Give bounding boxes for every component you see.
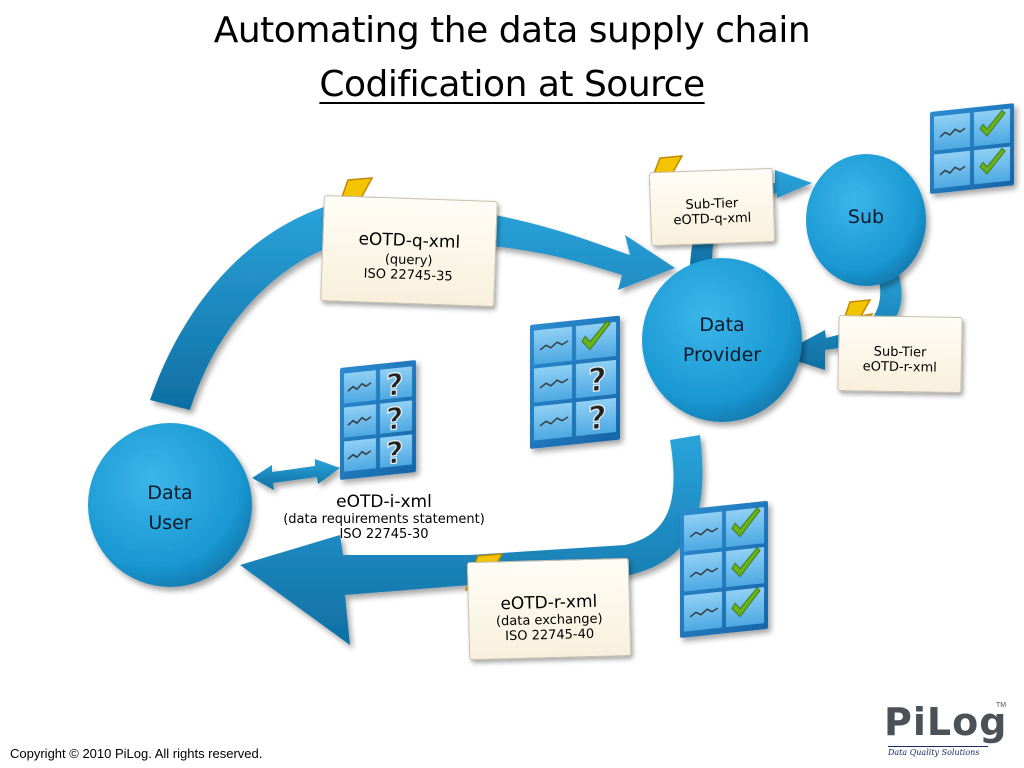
sub-grid (930, 103, 1014, 194)
subtier-r-card: Sub-Tier eOTD-r-xml (837, 314, 963, 394)
svg-text:?: ? (588, 360, 607, 400)
page-title: Automating the data supply chain (213, 10, 811, 51)
double-headed-arrow (252, 459, 340, 490)
svg-text:?: ? (386, 367, 403, 404)
response-arrow-arc (240, 435, 703, 645)
eotd-r-sub2: ISO 22745-40 (504, 626, 595, 645)
requirements-grid: ??? (340, 360, 416, 480)
sub-node (806, 154, 926, 286)
subtier-q-line2: eOTD-q-xml (673, 210, 752, 229)
data-user-node (88, 423, 252, 587)
query-arrow-arc (150, 205, 675, 410)
subtier-r-line2: eOTD-r-xml (862, 359, 937, 376)
checkmark-icon (731, 507, 761, 618)
sub-label: Sub (826, 202, 906, 232)
data-user-line2: User (148, 512, 192, 534)
data-provider-line1: Data (699, 314, 745, 336)
waveform-icon (689, 527, 719, 618)
page-subtitle: Codification at Source (0, 64, 1024, 105)
logo-tagline: Data Quality Solutions (888, 746, 988, 757)
checkmark-icon (979, 109, 1006, 175)
page-subtitle-text: Codification at Source (319, 64, 705, 105)
eotd-q-card: eOTD-q-xml (query) ISO 22745-35 (320, 194, 498, 308)
copyright-text: Copyright © 2010 PiLog. All rights reser… (10, 746, 263, 761)
sub-label-text: Sub (847, 206, 885, 228)
waveform-icon (939, 127, 966, 176)
eotd-i-sub2: ISO 22745-30 (339, 527, 429, 542)
data-user-line1: Data (147, 482, 193, 504)
svg-text:?: ? (386, 401, 403, 438)
eotd-i-caption: eOTD-i-xml (data requirements statement)… (260, 492, 508, 542)
svg-text:?: ? (386, 435, 403, 472)
svg-text:?: ? (588, 398, 607, 438)
eotd-i-sub1: (data requirements statement) (283, 512, 485, 527)
subtier-q-card: Sub-Tier eOTD-q-xml (648, 167, 776, 247)
waveform-icon (347, 382, 372, 460)
eotd-i-title: eOTD-i-xml (336, 492, 432, 512)
question-mark-icon: ??? (386, 367, 404, 473)
data-provider-label: Data Provider (662, 310, 782, 370)
partial-grid: ?? (530, 315, 620, 449)
data-user-label: Data User (120, 478, 220, 538)
question-mark-icon: ?? (588, 360, 608, 439)
data-provider-node (642, 258, 802, 422)
complete-grid (680, 500, 768, 638)
eotd-r-card: eOTD-r-xml (data exchange) ISO 22745-40 (466, 557, 632, 661)
provider-to-sub-arrow (690, 170, 812, 268)
logo-tm: TM (996, 702, 1007, 709)
data-provider-line2: Provider (682, 344, 762, 366)
waveform-icon (539, 340, 569, 427)
checkmark-icon (581, 320, 611, 351)
sub-to-provider-arrow (778, 265, 902, 370)
pilog-logo: PiLog TM Data Quality Solutions (884, 700, 1012, 760)
logo-text: PiLog (884, 700, 1008, 744)
